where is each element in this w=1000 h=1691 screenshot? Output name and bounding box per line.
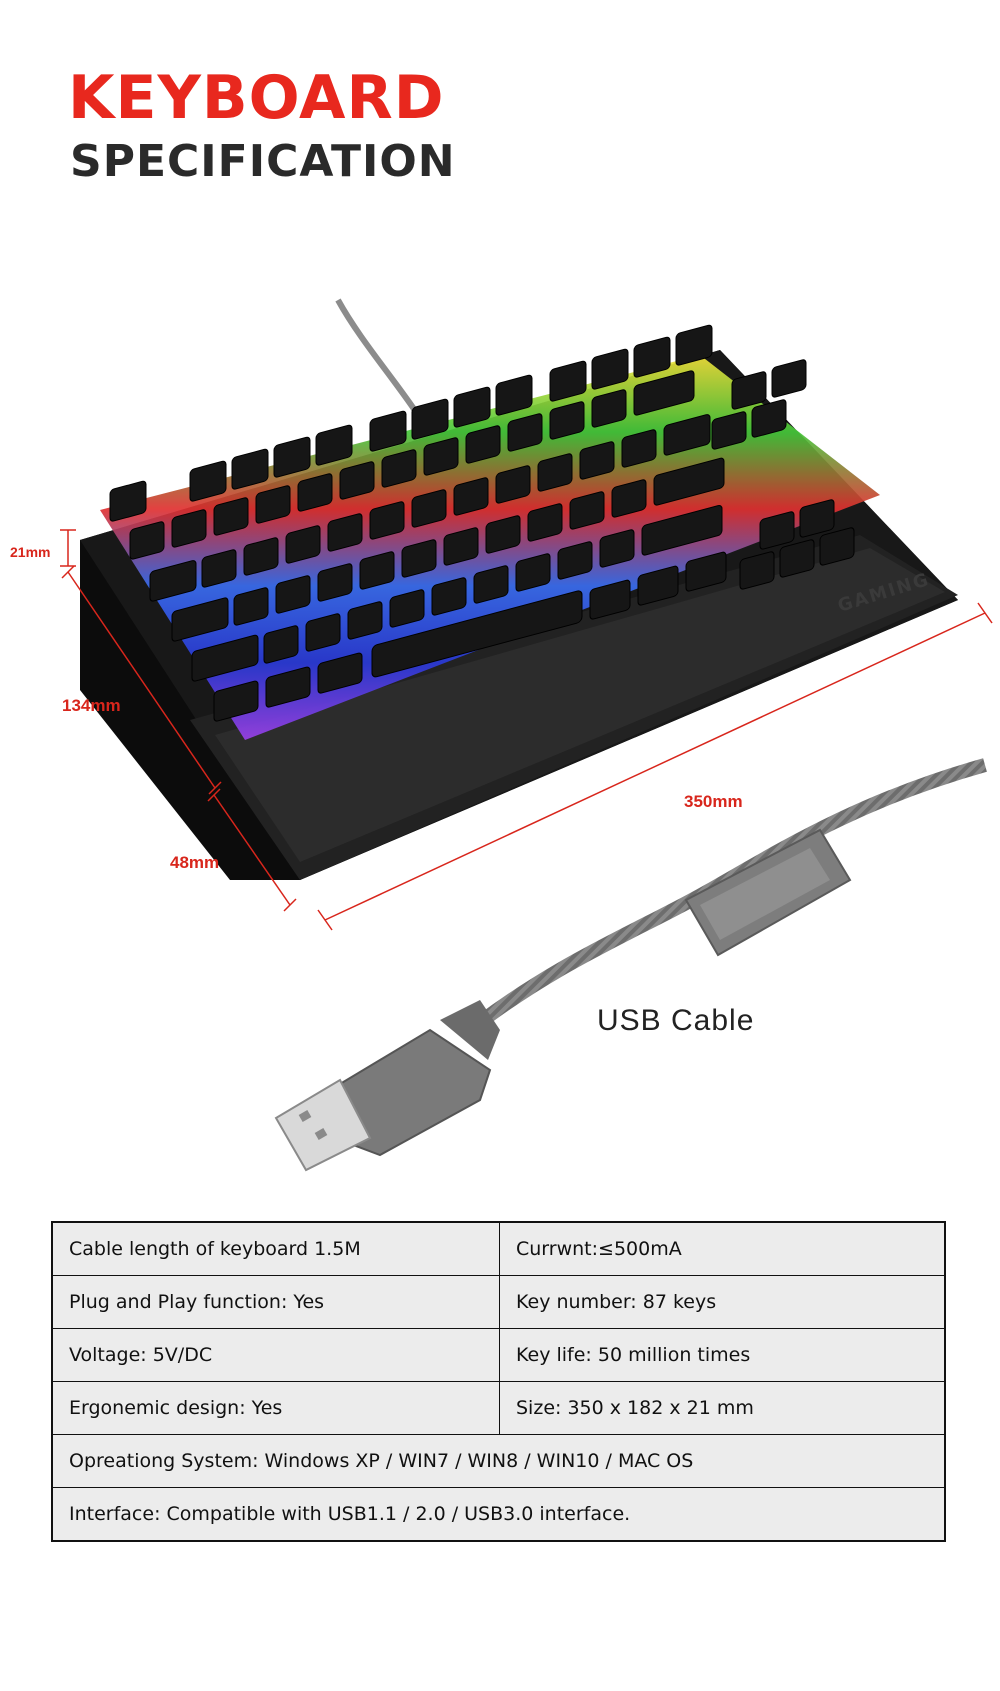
spec-cell-cable-length: Cable length of keyboard 1.5M xyxy=(51,1221,500,1276)
spec-cell-voltage: Voltage: 5V/DC xyxy=(51,1328,500,1382)
spec-row: Plug and Play function: Yes Key number: … xyxy=(51,1275,946,1329)
spec-cell-operating-system: Opreationg System: Windows XP / WIN7 / W… xyxy=(51,1434,946,1488)
dimension-height-label: 21mm xyxy=(10,544,51,560)
spec-cell-key-life: Key life: 50 million times xyxy=(499,1328,946,1382)
spec-row: Opreationg System: Windows XP / WIN7 / W… xyxy=(51,1434,946,1488)
spec-row: Ergonemic design: Yes Size: 350 x 182 x … xyxy=(51,1381,946,1435)
spec-cell-current: Currwnt:≤500mA xyxy=(499,1221,946,1276)
dimension-depth-label: 134mm xyxy=(62,696,121,715)
spec-cell-ergonomic: Ergonemic design: Yes xyxy=(51,1381,500,1435)
usb-plug xyxy=(274,1000,500,1172)
spec-cell-key-number: Key number: 87 keys xyxy=(499,1275,946,1329)
spec-table: Cable length of keyboard 1.5M Currwnt:≤5… xyxy=(51,1221,946,1542)
page-title: KEYBOARD xyxy=(68,63,445,133)
spec-row: Cable length of keyboard 1.5M Currwnt:≤5… xyxy=(51,1221,946,1276)
spec-cell-interface: Interface: Compatible with USB1.1 / 2.0 … xyxy=(51,1487,946,1542)
spec-row: Interface: Compatible with USB1.1 / 2.0 … xyxy=(51,1487,946,1542)
usb-cable-label: USB Cable xyxy=(597,1004,755,1037)
spec-cell-plug-and-play: Plug and Play function: Yes xyxy=(51,1275,500,1329)
key-field xyxy=(100,324,880,740)
dimension-width-label: 350mm xyxy=(684,792,743,811)
dimension-lines xyxy=(60,529,993,931)
page-subtitle: SPECIFICATION xyxy=(70,136,456,187)
spec-cell-size: Size: 350 x 182 x 21 mm xyxy=(499,1381,946,1435)
top-cable xyxy=(335,298,421,417)
ferrite-bead xyxy=(684,828,852,957)
dimension-wrist-rest-label: 48mm xyxy=(170,853,220,872)
spec-row: Voltage: 5V/DC Key life: 50 million time… xyxy=(51,1328,946,1382)
keyboard-illustration: GAMING xyxy=(60,298,993,1172)
